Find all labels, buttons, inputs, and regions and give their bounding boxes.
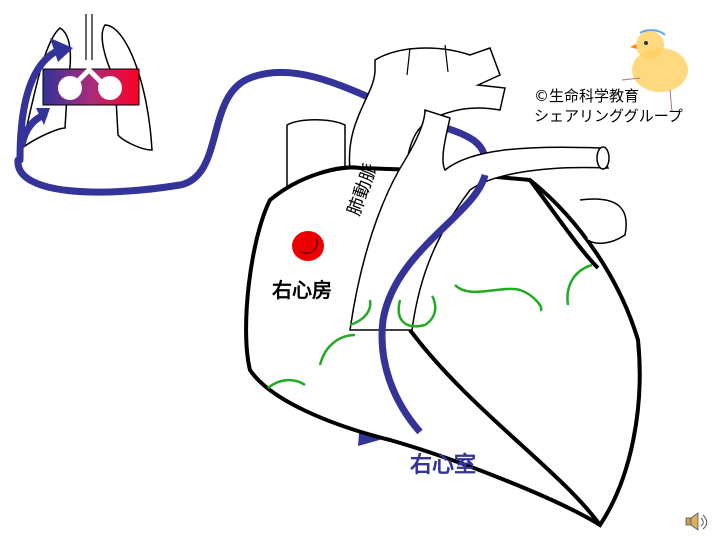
label-right-atrium: 右心房 (272, 278, 332, 302)
lungs-icon (20, 14, 153, 151)
red-blood-cell-icon (292, 231, 324, 261)
pulmonary-artery (349, 108, 627, 331)
chick-mascot-icon (621, 29, 688, 113)
label-right-ventricle: 右心室 (410, 453, 477, 478)
copyright-line-1: ©生命科学教育 (534, 87, 640, 105)
speaker-icon (685, 512, 708, 531)
copyright-line-2: シェアリンググループ (534, 107, 683, 125)
septum-line (408, 328, 602, 527)
coronary-vessels (267, 263, 593, 389)
copyright-text: ©生命科学教育 シェアリンググループ (534, 86, 683, 126)
aorta (348, 44, 506, 206)
